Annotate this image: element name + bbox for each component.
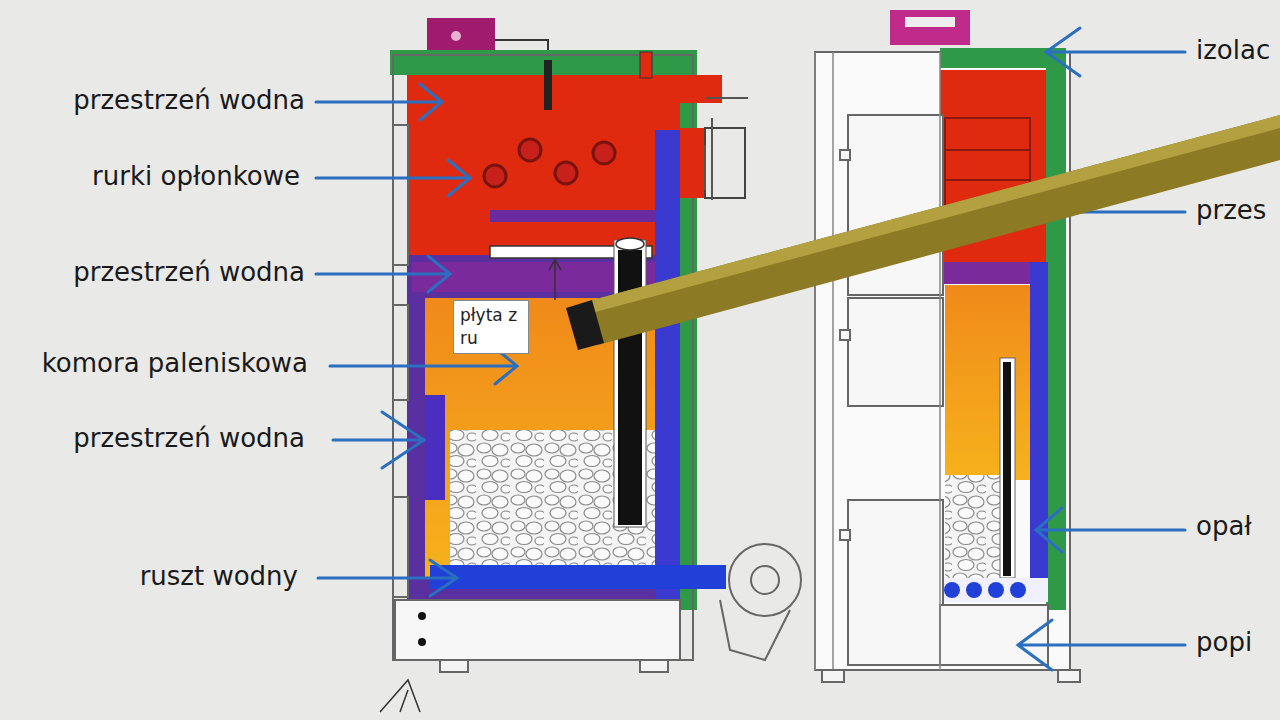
smoke-tubes	[484, 139, 615, 187]
leader-arrows	[316, 28, 1185, 670]
part-label: popi	[1196, 628, 1252, 657]
part-label: rurki opłonkowe	[92, 162, 300, 191]
part-label: ruszt wodny	[140, 562, 298, 591]
plate-label: płyta z ru	[460, 304, 522, 350]
part-label: izolac	[1196, 36, 1270, 65]
controller-box	[890, 10, 970, 45]
part-label: przestrzeń wodna	[73, 86, 305, 115]
water-grate	[430, 565, 690, 589]
part-label: przes	[1196, 196, 1266, 225]
insulation	[1046, 48, 1066, 610]
part-label: przestrzeń wodna	[73, 424, 305, 453]
water-space	[407, 75, 680, 255]
plate-label-box: płyta z ru	[453, 300, 529, 354]
pointer-pencil	[566, 115, 1280, 350]
part-label: przestrzeń wodna	[73, 258, 305, 287]
part-label: opał	[1196, 512, 1252, 541]
ash-drawer	[395, 600, 680, 660]
controller-box	[427, 18, 495, 54]
part-label: komora paleniskowa	[42, 349, 308, 378]
